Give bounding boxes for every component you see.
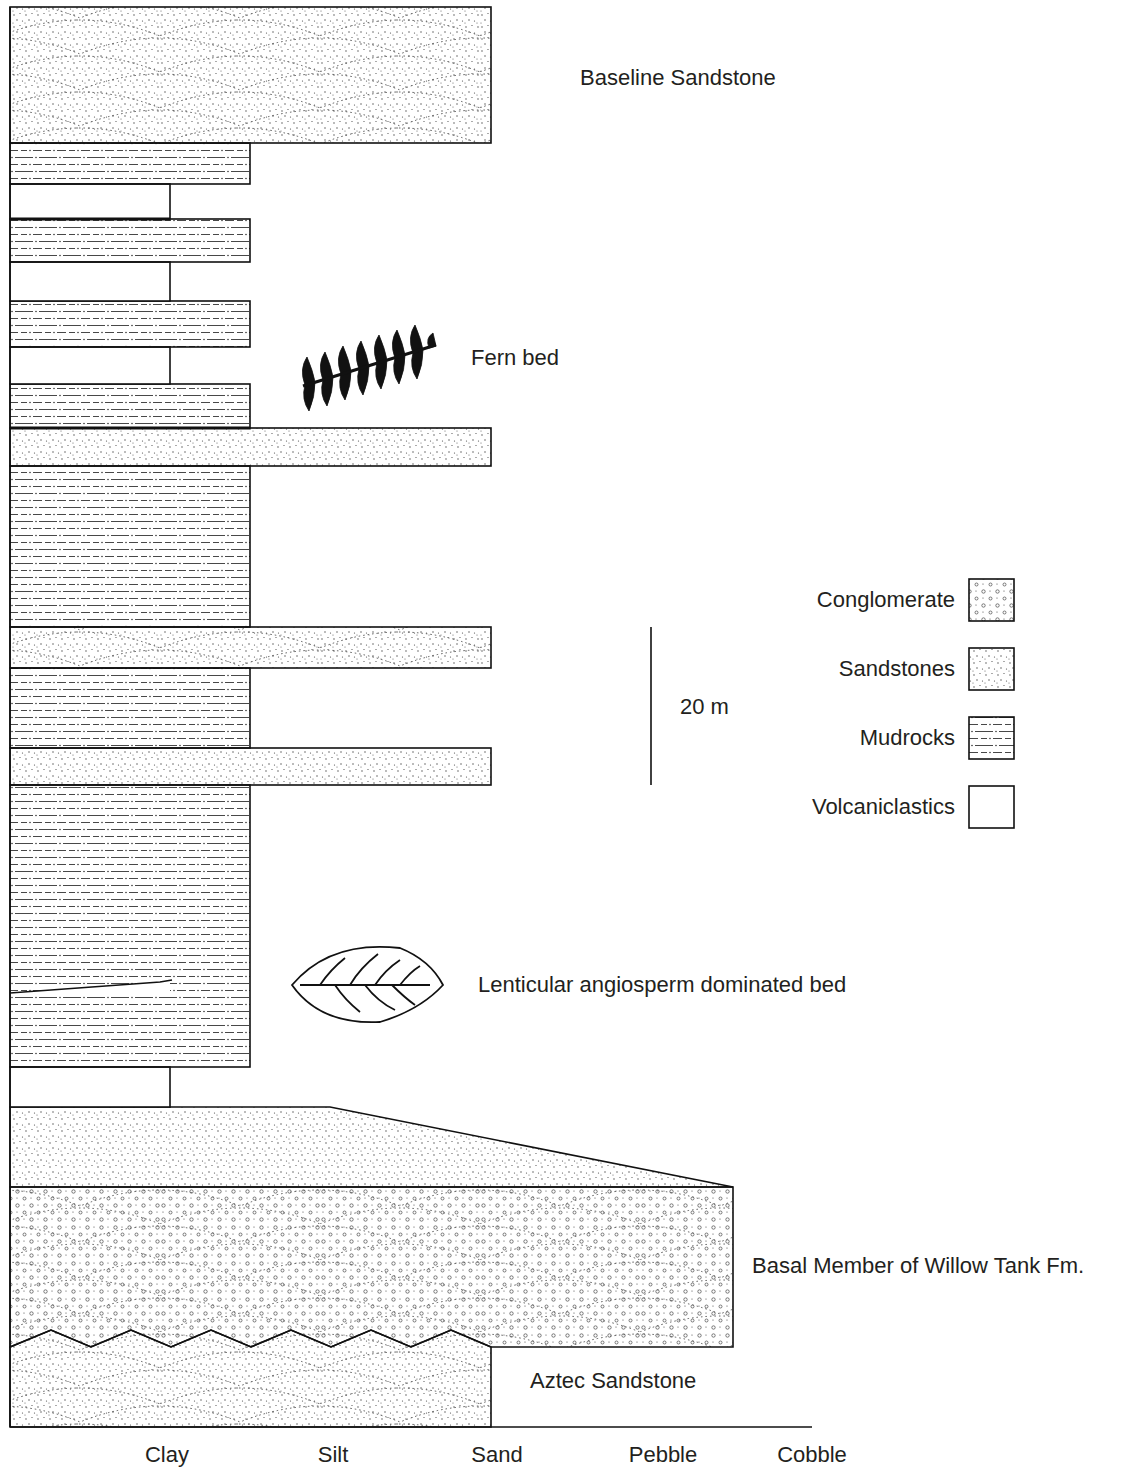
legend-swatch — [969, 717, 1014, 759]
axis-label: Silt — [318, 1442, 349, 1468]
column-graphic — [400, 966, 420, 985]
unit-label: Baseline Sandstone — [580, 65, 776, 91]
column-graphic — [320, 958, 345, 985]
fossil-label: Lenticular angiosperm dominated bed — [478, 972, 846, 998]
column-graphic — [375, 960, 400, 985]
mudrock-unit — [10, 384, 250, 428]
column-graphic — [365, 985, 395, 1010]
unit-label: Aztec Sandstone — [530, 1368, 696, 1394]
unit-boundary — [10, 427, 250, 430]
axis-label: Pebble — [629, 1442, 698, 1468]
column-graphic — [322, 377, 333, 406]
column-graphic — [374, 335, 387, 363]
rock-units — [10, 7, 733, 1427]
column-graphic — [338, 346, 351, 374]
scale-bar — [650, 627, 652, 785]
lenticular-bed-edge — [10, 980, 172, 993]
axis-label: Cobble — [777, 1442, 847, 1468]
column-graphic — [350, 954, 378, 985]
legend-label: Mudrocks — [860, 725, 955, 751]
column-graphic — [302, 357, 315, 385]
mudrock-unit — [10, 668, 250, 748]
legend-swatch — [969, 579, 1014, 621]
basal-sandstone-wedge — [10, 1107, 733, 1187]
volcaniclastic-unit — [10, 347, 170, 384]
sandstone-unit — [10, 748, 491, 785]
unit-boundary — [10, 218, 170, 221]
column-graphic — [358, 366, 369, 395]
grain-size-axis — [10, 1426, 812, 1428]
axis-label: Clay — [145, 1442, 189, 1468]
legend-swatch — [969, 786, 1014, 828]
fern-symbol — [302, 325, 436, 411]
legend-label: Sandstones — [839, 656, 955, 682]
column-axis — [9, 7, 11, 1427]
column-graphic — [394, 355, 405, 384]
sandstone-unit — [10, 428, 491, 466]
volcaniclastic-unit — [10, 262, 170, 301]
column-graphic — [335, 985, 360, 1012]
sandstone-unit — [10, 7, 491, 143]
volcaniclastic-unit — [10, 1067, 170, 1107]
mudrock-unit — [10, 143, 250, 184]
column-graphic — [392, 985, 415, 1005]
unit-label: Basal Member of Willow Tank Fm. — [752, 1253, 1084, 1279]
fossil-label: Fern bed — [471, 345, 559, 371]
volcaniclastic-unit — [10, 184, 170, 219]
sandstone-unit — [10, 627, 491, 668]
legend-swatch — [969, 648, 1014, 690]
column-graphic — [412, 350, 423, 379]
leaf-symbol — [292, 947, 443, 1022]
column-graphic — [292, 947, 443, 1022]
mudrock-unit — [10, 301, 250, 347]
scale-label: 20 m — [680, 694, 729, 720]
basal-conglomerate — [10, 1187, 733, 1347]
axis-label: Sand — [471, 1442, 522, 1468]
legend-label: Conglomerate — [817, 587, 955, 613]
legend-label: Volcaniclastics — [812, 794, 955, 820]
mudrock-unit — [10, 466, 250, 627]
mudrock-unit — [10, 785, 250, 1067]
mudrock-unit — [10, 219, 250, 262]
column-graphic — [303, 345, 436, 386]
